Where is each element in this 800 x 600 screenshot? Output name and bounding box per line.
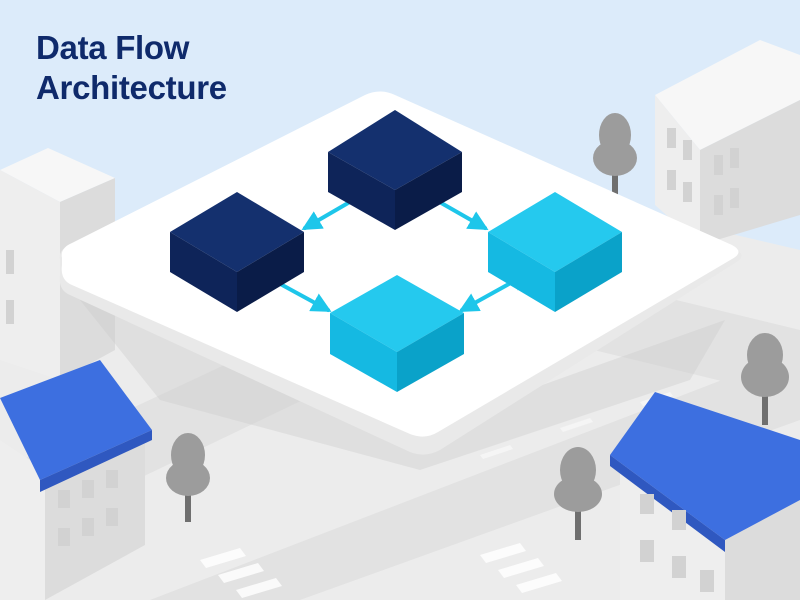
- title-line-1: Data Flow: [36, 29, 190, 66]
- tree-right: [741, 333, 789, 425]
- platform: [59, 91, 742, 455]
- building-bottom-left-blue-roof: [0, 360, 152, 600]
- diagram-title: Data Flow Architecture: [36, 28, 227, 108]
- crosswalk-bottom: [200, 543, 562, 598]
- title-line-2: Architecture: [36, 69, 227, 106]
- road-diagonal-lower: [150, 350, 800, 600]
- tree-bottom-right: [554, 447, 602, 540]
- roof-blue-right: [610, 392, 800, 540]
- roof-blue-left: [0, 360, 152, 480]
- node-top: [328, 110, 462, 230]
- tree-top-right: [593, 113, 637, 202]
- building-top-right: [655, 40, 800, 245]
- building-bottom-right-blue-roof: [610, 392, 800, 600]
- node-bottom: [330, 275, 464, 392]
- node-right: [488, 192, 622, 312]
- tree-bottom-left: [166, 433, 210, 522]
- node-left: [170, 192, 304, 312]
